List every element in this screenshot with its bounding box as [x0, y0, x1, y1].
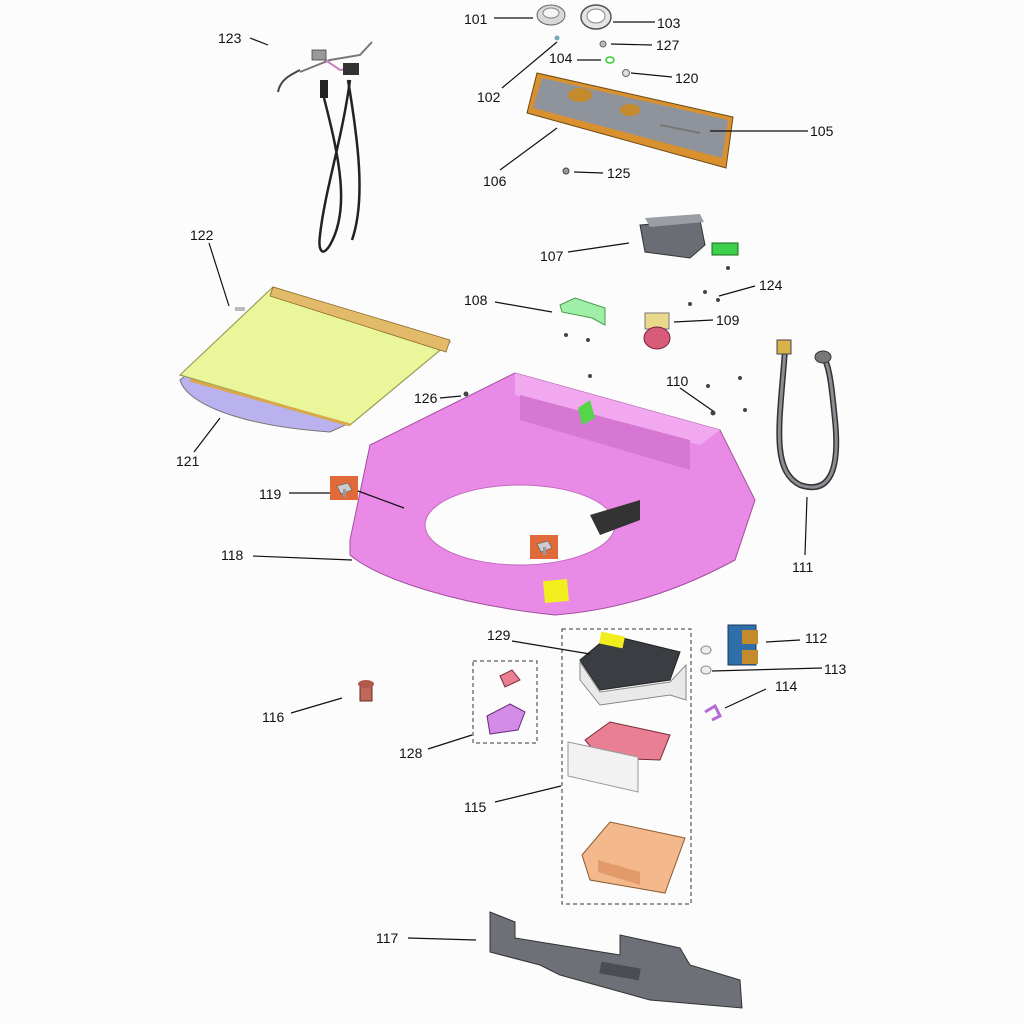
label-116: 116: [262, 709, 285, 725]
top-cabinet-part: [349, 372, 756, 616]
wire-harness-part: [277, 41, 373, 253]
screw-126-part: [463, 391, 469, 397]
label-105: 105: [810, 123, 834, 139]
label-111: 111: [792, 559, 813, 575]
label-102: 102: [477, 89, 501, 105]
spring-102-part: [554, 35, 560, 41]
bracket-108-part: [559, 297, 606, 342]
filters-113-part: [700, 645, 712, 675]
label-112: 112: [805, 630, 828, 646]
o-ring-104-part: [605, 56, 615, 64]
label-127: 127: [656, 37, 680, 53]
label-125: 125: [607, 165, 631, 181]
group-115-box: [561, 628, 692, 905]
switch-107-part: [639, 214, 739, 259]
bolt-119b-highlight: [530, 535, 558, 559]
label-109: 109: [716, 312, 740, 328]
part-labels: 101 102 103 104 105 106 107 108 109 110 …: [176, 11, 847, 946]
label-117: 117: [376, 930, 399, 946]
part-128-pieces: [486, 669, 526, 735]
label-108: 108: [464, 292, 488, 308]
label-113: 113: [824, 661, 847, 677]
label-101: 101: [464, 11, 488, 27]
knob-101-part: [536, 4, 566, 26]
group-128-box: [472, 660, 538, 744]
label-124: 124: [759, 277, 783, 293]
valve-112-part: [727, 624, 758, 666]
bolt-119-highlight: [330, 476, 358, 500]
label-106: 106: [483, 173, 507, 189]
control-panel-part: [526, 72, 734, 169]
label-104: 104: [549, 50, 573, 66]
label-121: 121: [176, 453, 200, 469]
label-126: 126: [414, 390, 438, 406]
label-118: 118: [221, 547, 244, 563]
label-114: 114: [775, 678, 798, 694]
knob-103-part: [580, 4, 612, 30]
base-plate-117-part: [489, 911, 743, 1009]
label-120: 120: [675, 70, 699, 86]
label-107: 107: [540, 248, 564, 264]
label-110: 110: [666, 373, 689, 389]
label-103: 103: [657, 15, 681, 31]
label-122: 122: [190, 227, 214, 243]
lid-assembly-part: [178, 286, 452, 433]
sensor-109-part: [643, 312, 671, 350]
label-119: 119: [259, 486, 282, 502]
label-128: 128: [399, 745, 423, 761]
label-115: 115: [464, 799, 487, 815]
label-123: 123: [218, 30, 242, 46]
screw-125-part: [562, 167, 570, 175]
clip-114-part: [704, 703, 723, 722]
screws-110-part: [588, 374, 747, 416]
hose-111-part: [776, 339, 840, 491]
leader-lines: [193, 17, 823, 941]
drawer-tray-part: [581, 821, 686, 894]
dispenser-129-part: [579, 631, 687, 706]
plug-116-part: [358, 680, 374, 702]
drawer-insert-part: [567, 721, 671, 793]
screws-124-part: [688, 266, 730, 306]
label-129: 129: [487, 627, 511, 643]
washer-120-part: [622, 69, 630, 77]
washer-127-part: [599, 40, 607, 48]
